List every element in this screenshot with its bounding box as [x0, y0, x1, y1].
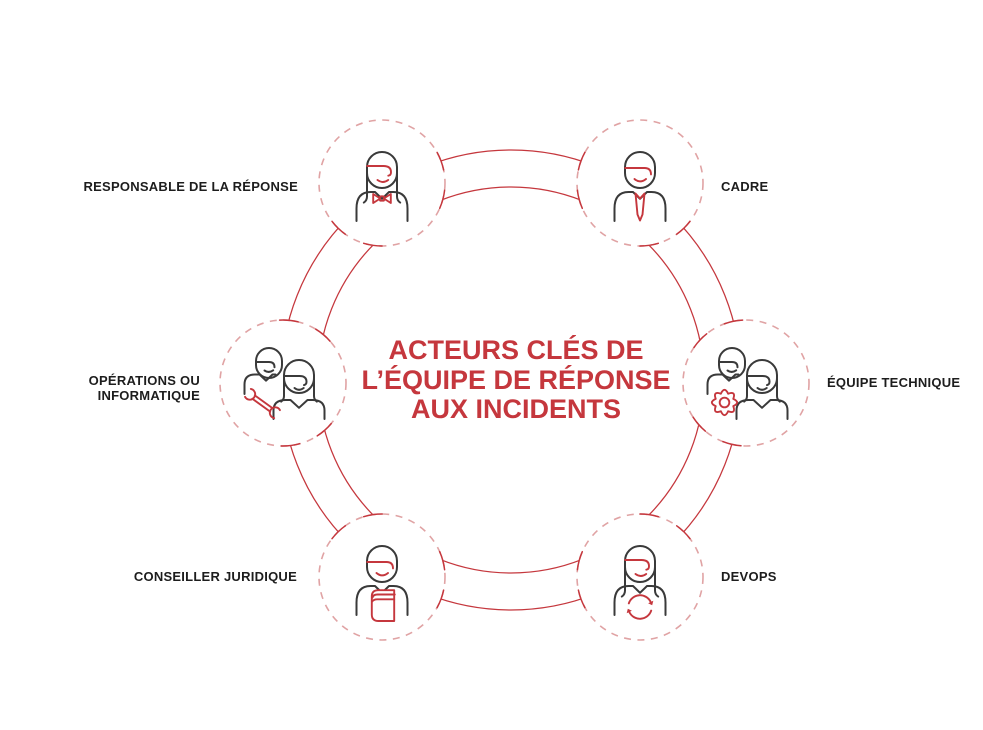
ring-junction-tick: [692, 416, 707, 432]
wrench-head-left: [244, 388, 257, 401]
wrench-shaft-bottom: [251, 397, 272, 413]
ring-junction-tick: [723, 319, 744, 325]
ring-junction-tick: [577, 589, 586, 609]
ring-junction-tick: [315, 328, 331, 342]
ring-junction-tick: [576, 189, 584, 210]
wrench-shaft-top: [253, 394, 274, 410]
bow-icon: [372, 193, 392, 204]
node-label-responsable: RESPONSABLE DE LA RÉPONSE: [83, 179, 298, 194]
ring-junction-tick: [316, 422, 332, 437]
woman-smile: [634, 573, 648, 577]
sync-arc-top: [627, 594, 652, 605]
woman-sync-icon: [613, 545, 667, 620]
node-label-cadre: CADRE: [721, 179, 769, 194]
node-label-equipe: ÉQUIPE TECHNIQUE: [827, 375, 961, 390]
ring-junction-tick: [639, 242, 660, 247]
bow-knot: [378, 195, 386, 202]
man-tie-icon: [613, 151, 667, 222]
node-label-conseiller: CONSEILLER JURIDIQUE: [133, 569, 297, 584]
sync-arc-bottom: [628, 609, 653, 620]
ring-junction-tick: [280, 442, 301, 447]
man-book-icon: [355, 545, 409, 622]
gear-icon: [710, 388, 739, 417]
woman-smile: [376, 179, 390, 183]
book-icon: [370, 589, 396, 622]
node-label-devops: DEVOPS: [721, 569, 777, 584]
title-line-1: ACTEURS CLÉS DE: [388, 335, 644, 365]
book-cover: [370, 589, 396, 622]
wrench-head-right: [268, 406, 281, 419]
woman-bow-icon: [355, 151, 409, 222]
ring-junction-ticks: [278, 151, 744, 609]
bow-right: [382, 193, 392, 204]
title-line-2: L’ÉQUIPE DE RÉPONSE: [361, 364, 671, 395]
ring-junction-tick: [675, 525, 691, 540]
sync-arrowhead-left: [626, 608, 632, 614]
ring-junction-tick: [331, 525, 347, 540]
ring-junction-tick: [278, 319, 299, 323]
gear-teeth: [710, 388, 739, 417]
ring-junction-tick: [362, 242, 383, 247]
diagram-title: ACTEURS CLÉS DE L’ÉQUIPE DE RÉPONSE AUX …: [356, 335, 676, 425]
sync-arrowhead-right: [648, 600, 654, 606]
ring-junction-tick: [438, 189, 446, 210]
man-smile: [633, 178, 647, 183]
man-fringe: [624, 167, 652, 176]
woman-fringe: [366, 165, 392, 177]
wrench-icon: [244, 388, 281, 419]
ring-junction-tick: [577, 151, 586, 171]
ring-junction-tick: [675, 220, 691, 235]
ring-junction-tick: [576, 550, 584, 571]
ring-junction-tick: [331, 220, 347, 235]
ring-junction-tick: [722, 440, 742, 447]
tie-icon: [634, 192, 646, 222]
book-page-line-2: [371, 598, 396, 603]
man-fringe: [366, 561, 394, 570]
bow-left: [372, 193, 382, 204]
ring-junction-tick: [438, 550, 446, 571]
ring-junction-tick: [639, 513, 660, 518]
node-label-operations: OPÉRATIONS OU INFORMATIQUE: [88, 373, 200, 403]
two-people-gear-icon: [706, 347, 789, 420]
title-line-3: AUX INCIDENTS: [410, 394, 621, 424]
sync-arrows-icon: [626, 594, 654, 620]
ring-junction-tick: [362, 513, 383, 518]
gear-hub: [718, 396, 731, 409]
woman-fringe: [624, 559, 650, 571]
book-page-line-1: [371, 593, 396, 599]
man-smile: [375, 572, 389, 577]
ring-junction-tick: [693, 333, 708, 349]
ring-junction-tick: [436, 151, 445, 171]
ring-junction-tick: [436, 589, 445, 609]
two-people-wrench-icon: [243, 347, 326, 420]
